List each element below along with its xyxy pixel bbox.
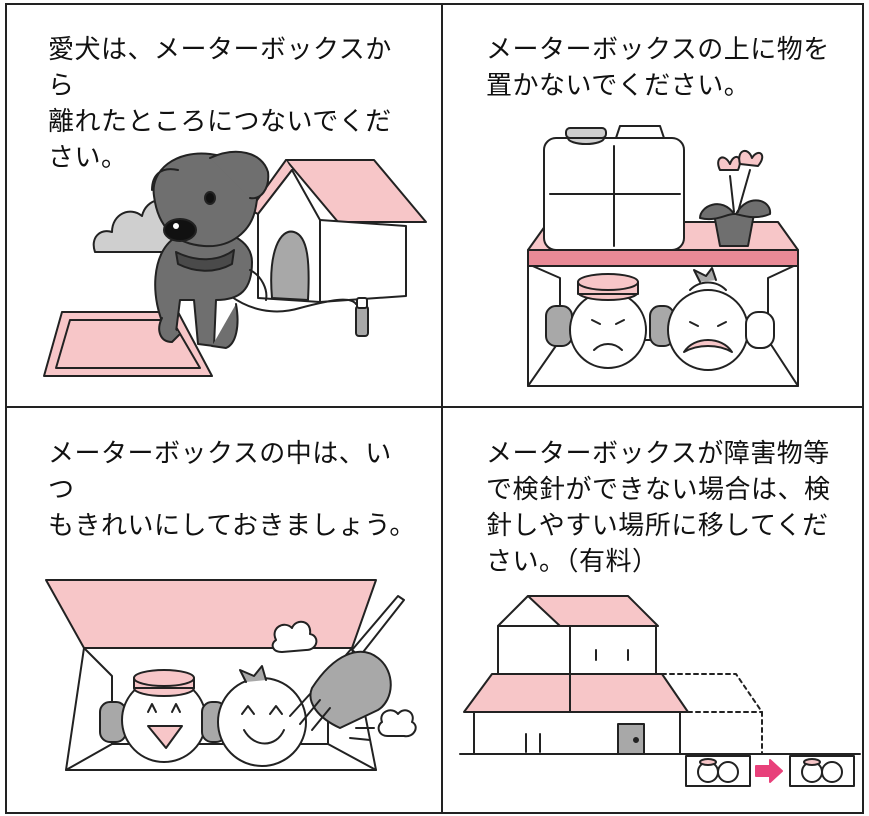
caption-dog: 愛犬は、メーターボックスから 離れたところにつないでくだ さい。 — [48, 35, 392, 173]
meter-character-left — [545, 273, 647, 369]
instruction-grid — [5, 3, 864, 814]
doghouse-roof — [285, 159, 427, 223]
house-roof-lower — [463, 673, 689, 713]
meter-character-right — [201, 665, 307, 767]
caption-relocate: メーターボックスが障害物等 で検針ができない場合は、検 針しやすい場所に移してく… — [486, 439, 831, 577]
grid-divider-vertical — [441, 3, 443, 814]
caption-keep-clean: メーターボックスの中は、いつ もきれいにしておきましょう。 — [48, 439, 416, 541]
dust-cloud-icon — [271, 620, 318, 653]
meter-character-right — [649, 267, 775, 371]
caption-nothing-on-top: メーターボックスの上に物を 置かないでください。 — [486, 35, 830, 101]
grid-divider-horizontal — [5, 406, 864, 408]
arrow-right-icon — [755, 759, 783, 783]
meter-character-left — [99, 669, 207, 763]
